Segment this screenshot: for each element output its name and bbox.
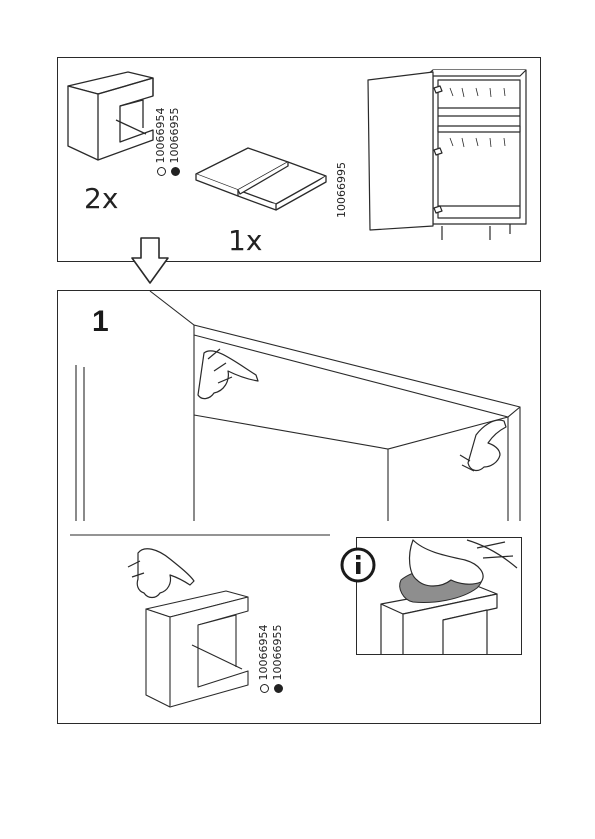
- black-variant-dot: [171, 167, 180, 176]
- detail-article-numbers: 10066954: [257, 625, 270, 694]
- shelf-panels-article-number: 10066995: [335, 162, 348, 218]
- cabinet-interior-illustration: [58, 291, 542, 725]
- shelf-panels-quantity: 1x: [228, 224, 262, 257]
- detail-article-numbers-2: 10066955: [271, 625, 284, 694]
- step-panel: 1: [57, 290, 541, 724]
- detail-article-number-1: 10066954: [257, 625, 270, 681]
- cleaning-illustration: [357, 538, 522, 655]
- bracket-article-numbers: 10066954: [154, 108, 167, 177]
- detail-article-number-2: 10066955: [271, 625, 284, 681]
- bracket-part: [68, 72, 153, 160]
- bracket-article-numbers-2: 10066955: [168, 108, 181, 177]
- shelf-panels-part: [196, 148, 326, 210]
- bracket-quantity: 2x: [84, 182, 118, 215]
- black-variant-dot-detail: [274, 684, 283, 693]
- info-inset: [356, 537, 522, 655]
- white-variant-dot: [157, 167, 166, 176]
- cabinet-illustration: [368, 70, 526, 240]
- parts-illustration: [58, 58, 542, 263]
- white-variant-dot-detail: [260, 684, 269, 693]
- bracket-article-number-1: 10066954: [154, 108, 167, 164]
- parts-overview-panel: 2x 1x 10066954 10066955 10066995: [57, 57, 541, 262]
- bracket-article-number-2: 10066955: [168, 108, 181, 164]
- hand-with-cloth: [410, 540, 517, 586]
